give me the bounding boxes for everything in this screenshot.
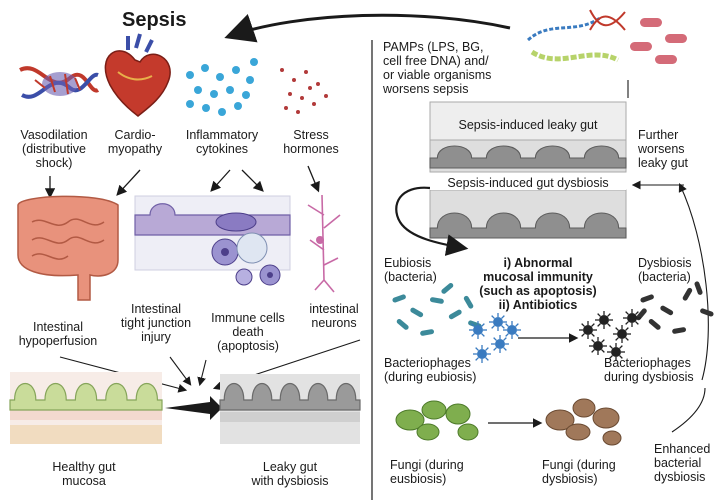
effect-immune-death-label: Immune cells death (apoptosis)	[211, 311, 285, 353]
fungi-dysbiosis-label: Fungi (during dysbiosis)	[542, 458, 616, 486]
phages-eubiosis-label: Bacteriophages (during eubiosis)	[384, 356, 477, 384]
leaky-gut-illustration	[219, 374, 361, 444]
eubiosis-bacteria-label: Eubiosis (bacteria)	[384, 256, 437, 284]
cause-cardiomyopathy-label: Cardio- myopathy	[107, 128, 163, 156]
pathogens-icon	[526, 9, 687, 64]
epithelium-icon	[134, 195, 291, 271]
mechanisms-label: i) Abnormal mucosal immunity (such as ap…	[479, 256, 597, 312]
effect-hypoperfusion-label: Intestinal hypoperfusion	[18, 320, 98, 348]
heart-icon	[104, 33, 171, 117]
eubiosis-bacteria-icon	[392, 282, 482, 336]
eubiosis-phage-icon	[469, 313, 521, 363]
immune-cells-icon	[211, 232, 281, 286]
dysbiosis-fungi-icon	[545, 398, 622, 446]
cause-vasodilation-label: Vasodilation (distributive shock)	[20, 128, 88, 170]
neuron-icon	[307, 194, 341, 293]
dysbiosis-bacteria-icon	[635, 281, 714, 334]
effect-neurons-label: intestinal neurons	[309, 302, 359, 330]
dysbiosis-bacteria-label: Dysbiosis (bacteria)	[638, 256, 692, 284]
intestine-icon	[17, 195, 119, 301]
healthy-to-leaky-arrow	[165, 396, 222, 420]
dysbiosis-phage-icon	[579, 309, 641, 361]
page-title: Sepsis	[122, 9, 187, 31]
gut-dysbiosis-band-label: Sepsis-induced gut dysbiosis	[430, 176, 626, 190]
enhanced-dysbiosis-label: Enhanced bacterial dysbiosis	[654, 442, 711, 484]
hormone-dots-icon	[280, 68, 328, 114]
pamps-to-sepsis-arrow	[224, 13, 511, 43]
phages-dysbiosis-label: Bacteriophages during dysbiosis	[604, 356, 694, 384]
healthy-gut-label: Healthy gut mucosa	[52, 460, 116, 488]
healthy-gut-illustration	[9, 372, 163, 444]
eubiosis-fungi-icon	[395, 400, 479, 441]
leaky-gut-band	[429, 101, 627, 173]
effect-tight-junction-label: Intestinal tight junction injury	[120, 302, 192, 344]
cytokine-dots-icon	[186, 58, 258, 116]
leaky-gut-band-label: Sepsis-induced leaky gut	[458, 118, 598, 132]
pamps-text: PAMPs (LPS, BG, cell free DNA) and/ or v…	[383, 40, 492, 96]
blood-vessel-icon	[19, 66, 100, 99]
gut-dysbiosis-band	[429, 189, 627, 239]
fungi-eubiosis-label: Fungi (during eusbiosis)	[390, 458, 464, 486]
cause-cytokines-label: Inflammatory cytokines	[185, 128, 259, 156]
cause-stress-hormones-label: Stress hormones	[283, 128, 339, 156]
further-worsens-label: Further worsens leaky gut	[638, 128, 689, 170]
leaky-gut-label: Leaky gut with dysbiosis	[251, 460, 329, 488]
